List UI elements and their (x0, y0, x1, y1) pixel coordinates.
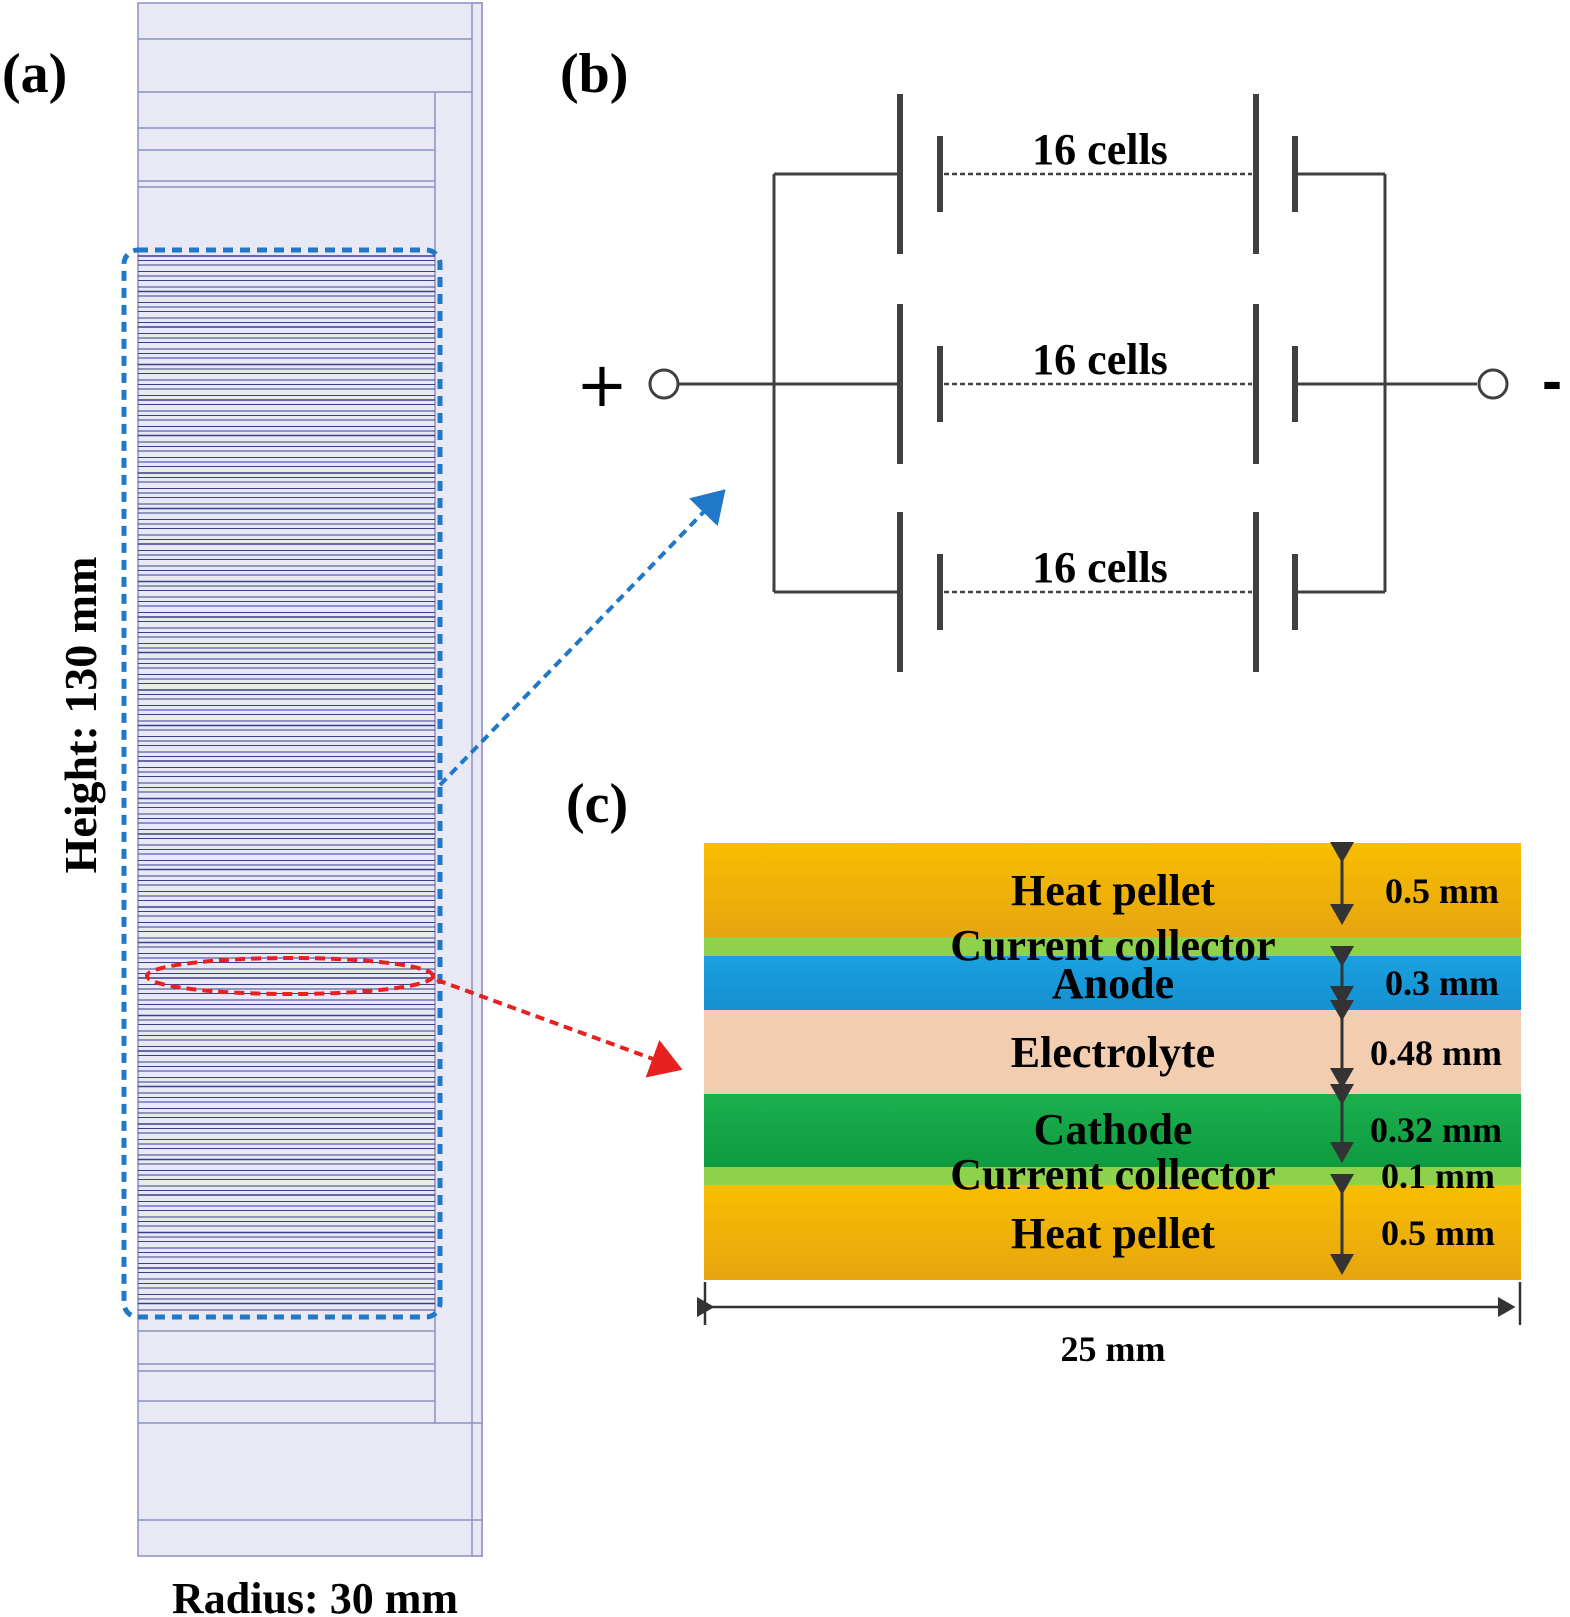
layer-names: Heat pellet Current collector Anode Elec… (950, 866, 1275, 1258)
cell-row-1: 16 cells (897, 94, 1298, 254)
thickness-3: 0.3 mm (1385, 963, 1499, 1003)
thickness-7: 0.5 mm (1381, 1213, 1495, 1253)
thickness-5: 0.32 mm (1370, 1110, 1502, 1150)
red-pointer-arrow (436, 978, 683, 1078)
layer-heat-pellet-top (704, 843, 1521, 937)
cells-label-2: 16 cells (1032, 335, 1168, 384)
cell-stack-lines (138, 255, 435, 1311)
layer-name-4: Electrolyte (1011, 1028, 1215, 1077)
height-label: Height: 130 mm (55, 557, 106, 874)
layer-name-1: Heat pellet (1011, 866, 1215, 915)
cell-highlight-ellipse (145, 956, 435, 996)
panel-b-label: (b) (560, 43, 628, 105)
panel-c: (c) Heat pellet Current collector Anode … (566, 773, 1522, 1369)
minus-terminal-label: - (1542, 354, 1563, 412)
thickness-1: 0.5 mm (1385, 871, 1499, 911)
circuit-wires (679, 172, 1477, 594)
panel-a: (a) Height: 130 mm Radius: 30 mm (2, 2, 483, 1617)
panel-c-label: (c) (566, 773, 628, 835)
layer-current-collector-bottom (704, 1167, 1521, 1185)
width-dimension (697, 1282, 1522, 1325)
thickness-4: 0.48 mm (1370, 1033, 1502, 1073)
cells-label-3: 16 cells (1032, 543, 1168, 592)
blue-pointer-arrow (438, 489, 726, 787)
battery-housing (137, 2, 483, 1557)
layer-name-7: Heat pellet (1011, 1209, 1215, 1258)
layer-heat-pellet-bottom (704, 1185, 1521, 1280)
minus-terminal-node (1477, 368, 1509, 400)
layer-electrolyte (704, 1010, 1521, 1094)
layer-stack (704, 843, 1521, 1280)
cell-row-2: 16 cells (897, 304, 1298, 464)
stack-highlight-box (121, 247, 443, 1320)
layer-thicknesses: 0.5 mm 0.3 mm 0.48 mm 0.32 mm 0.1 mm 0.5… (1370, 871, 1502, 1253)
layer-name-2: Current collector (950, 921, 1275, 970)
layer-current-collector-top (704, 937, 1521, 956)
plus-terminal-label: + (576, 348, 628, 421)
plus-terminal-node (648, 368, 680, 400)
layer-name-3: Anode (1052, 959, 1174, 1008)
panel-a-label: (a) (2, 43, 67, 105)
panel-b: (b) 16 cells 16 cells (560, 43, 1562, 672)
layer-cathode (704, 1094, 1521, 1167)
cell-row-3: 16 cells (897, 512, 1298, 672)
radius-label: Radius: 30 mm (172, 1574, 458, 1617)
width-label: 25 mm (1061, 1329, 1166, 1369)
cells-label-1: 16 cells (1032, 125, 1168, 174)
layer-name-6: Current collector (950, 1150, 1275, 1199)
layer-anode (704, 956, 1521, 1010)
thickness-6: 0.1 mm (1381, 1156, 1495, 1196)
layer-name-5: Cathode (1034, 1105, 1193, 1154)
